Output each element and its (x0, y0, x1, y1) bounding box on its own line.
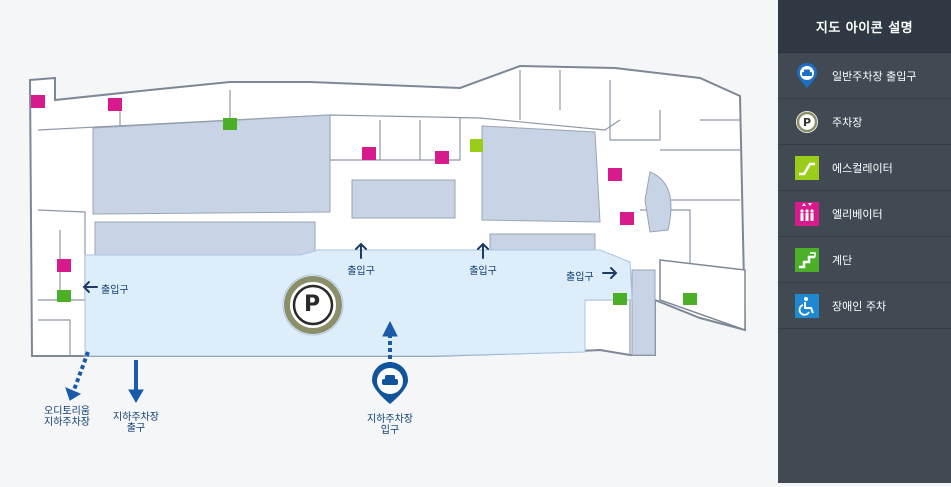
legend-item-elevator[interactable]: 엘리베이터 (778, 191, 951, 237)
elevator-markers (31, 95, 634, 272)
legend-item-car-entrance[interactable]: 일반주차장 출입구 (778, 53, 951, 99)
entrance-arrows (82, 242, 618, 293)
car-entrance-pin[interactable] (372, 362, 408, 404)
elevator-icon (794, 201, 820, 227)
icon-legend-panel: 지도 아이콘 설명 일반주차장 출입구 P 주차장 (778, 0, 951, 483)
room-blocks (92, 114, 672, 356)
floor-plan (28, 64, 747, 404)
escalator-icon (794, 155, 820, 181)
parking-zone (84, 249, 633, 357)
accessible-parking-icon (794, 293, 820, 319)
stairs-markers (57, 118, 697, 305)
entrance-label-east: 출입구 (566, 272, 594, 283)
underground-entry-label: 지하주차장 입구 (367, 414, 413, 436)
underground-exit-label: 지하주차장 출구 (113, 412, 159, 434)
legend-item-escalator[interactable]: 에스컬레이터 (778, 145, 951, 191)
parking-letter: P (304, 292, 321, 317)
car-entrance-icon (794, 62, 820, 89)
legend-item-stairs[interactable]: 계단 (778, 237, 951, 283)
legend-item-parking[interactable]: P 주차장 (778, 99, 951, 145)
entrance-label-center-left: 출입구 (347, 266, 375, 277)
legend-label: 일반주차장 출입구 (832, 69, 917, 83)
parking-symbol (282, 274, 344, 336)
parking-icon: P (794, 109, 820, 135)
floor-map[interactable]: P 출입구 출입구 출입구 출입구 오디토리움 지하주차장 지하주차장 출구 지… (0, 0, 778, 483)
legend-item-accessible-parking[interactable]: 장애인 주차 (778, 283, 951, 329)
entrance-label-west: 출입구 (101, 285, 129, 296)
entrance-label-center-right: 출입구 (469, 266, 497, 277)
legend-label: 계단 (832, 253, 853, 267)
escalator-marker (470, 139, 483, 152)
legend-label: 장애인 주차 (832, 299, 887, 313)
flow-arrows (65, 320, 398, 403)
auditorium-parking-label: 오디토리움 지하주차장 (44, 406, 90, 428)
panel-title: 지도 아이콘 설명 (778, 0, 951, 53)
svg-text:P: P (803, 116, 811, 129)
legend-label: 엘리베이터 (832, 207, 883, 221)
legend-label: 에스컬레이터 (832, 161, 893, 175)
stairs-icon (794, 247, 820, 273)
legend-label: 주차장 (832, 115, 863, 129)
